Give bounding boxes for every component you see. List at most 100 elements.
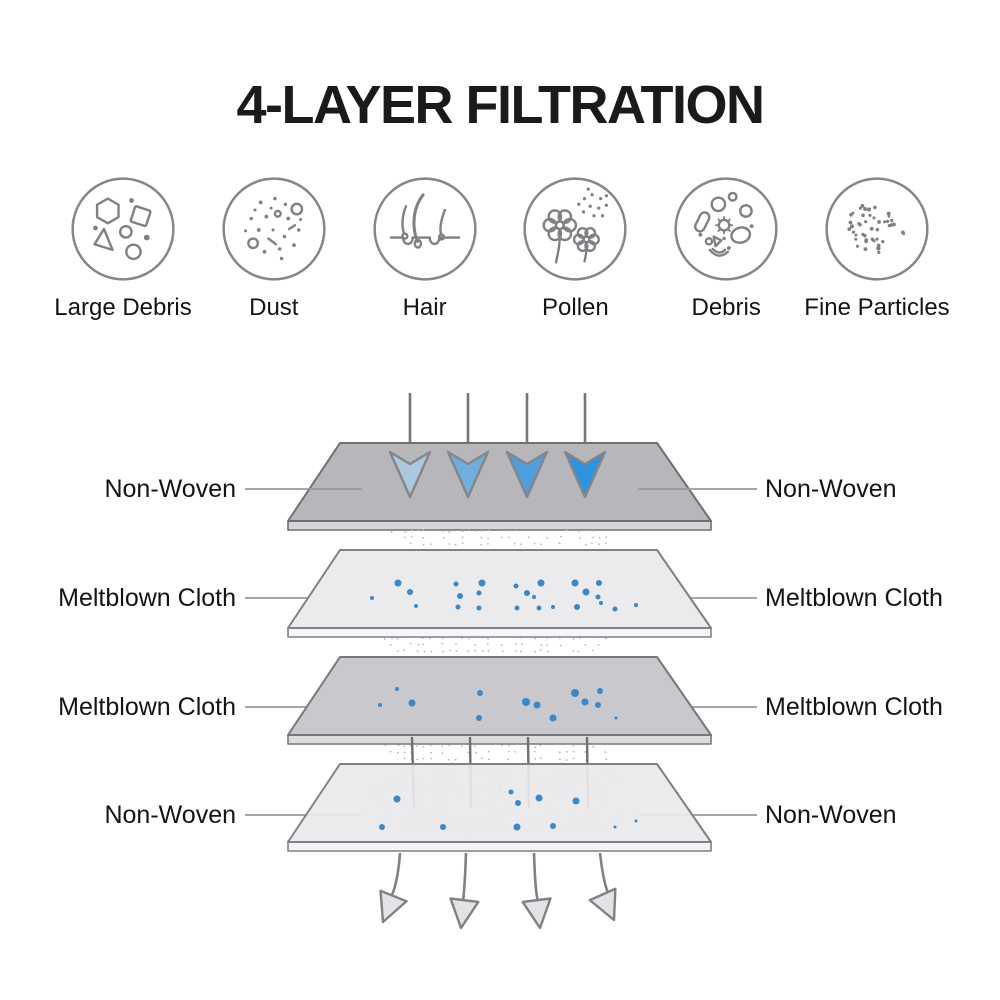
hair-icon xyxy=(373,177,477,281)
layer4-nonwoven-slab xyxy=(287,763,712,852)
stipple-dot xyxy=(592,536,595,539)
fine-particle-dot xyxy=(858,222,862,227)
stipple-dot xyxy=(383,638,386,640)
outflow-arrows xyxy=(379,852,617,930)
particle-dot xyxy=(597,688,603,694)
stipple-dot xyxy=(416,650,419,652)
layer2-meltblown-slab xyxy=(287,549,712,638)
stipple-dot xyxy=(430,543,433,545)
icon-item-debris: Debris xyxy=(653,172,799,322)
stipple-dot xyxy=(540,644,543,647)
particle-dot xyxy=(476,715,482,721)
stipple-dot xyxy=(480,536,483,539)
stipple-dot xyxy=(430,751,433,754)
stipple-dot xyxy=(441,745,444,748)
stipple-dot xyxy=(508,536,510,539)
stipple-dot xyxy=(403,649,406,652)
stipple-dot xyxy=(461,542,464,544)
stipple-dot xyxy=(468,529,470,532)
stipple-dot xyxy=(520,650,522,653)
particle-dot xyxy=(378,703,382,707)
stipple-dot xyxy=(597,644,600,646)
stipple-dot xyxy=(442,530,444,532)
stipple-dot xyxy=(605,536,608,538)
stipple-dot xyxy=(416,758,418,761)
stipple-dot xyxy=(411,529,413,532)
layer3-meltblown-slab xyxy=(287,656,712,745)
stipple-dot xyxy=(558,542,561,544)
trapped-particles-layer3 xyxy=(378,687,618,722)
particle-dot xyxy=(551,605,555,609)
stipple-dot xyxy=(507,758,509,761)
stipple-dot xyxy=(442,650,445,653)
stipple-dot xyxy=(448,530,450,533)
stipple-dot xyxy=(486,643,489,645)
icon-label-dust: Dust xyxy=(249,294,299,321)
stipple-dot xyxy=(447,758,450,761)
stipple-dot xyxy=(547,650,549,653)
particle-dot xyxy=(574,604,580,610)
pollen-icon xyxy=(523,177,627,281)
particle-dot xyxy=(414,604,418,608)
icon-label-fine-particles: Fine Particles xyxy=(804,294,950,321)
stipple-dot xyxy=(584,644,587,646)
stipple-dot xyxy=(565,759,568,761)
stipple-dot xyxy=(500,536,503,539)
icon-item-fine-particles: Fine Particles xyxy=(804,172,950,322)
stipple-dot xyxy=(389,643,392,646)
stipple-dot xyxy=(396,637,399,640)
fine-particle-dot xyxy=(875,227,880,232)
stipple-dot xyxy=(546,644,549,647)
trapped-particles-layer2 xyxy=(370,579,638,612)
fine-particle-dot xyxy=(858,206,862,210)
stipple-dot xyxy=(474,530,477,532)
particle-dot xyxy=(612,606,618,612)
particle-dot xyxy=(407,589,413,595)
stipple-dot xyxy=(455,650,458,652)
stipple-dot xyxy=(540,543,543,546)
stipple-dot xyxy=(584,751,587,753)
stipple-dot xyxy=(514,643,517,645)
stipple-dot xyxy=(572,650,575,653)
fine-particle-dot xyxy=(881,239,885,244)
stipple-dot xyxy=(572,638,575,640)
stipple-dot xyxy=(534,746,537,748)
fine-particles-icon xyxy=(825,177,929,281)
stipple-dot xyxy=(605,758,608,761)
particle-dot xyxy=(524,590,530,596)
stipple-dot xyxy=(558,751,561,754)
stipple-dot xyxy=(572,750,575,753)
fine-particle-dot xyxy=(864,220,868,224)
fine-particle-dot xyxy=(851,230,856,234)
particle-dot xyxy=(513,823,521,831)
layer2-label-right: Meltblown Cloth xyxy=(765,584,943,612)
particle-dot xyxy=(370,596,374,600)
stipple-dot xyxy=(604,542,607,545)
stipple-dot xyxy=(519,543,522,546)
stipple-dot xyxy=(389,750,392,753)
stipple-dot xyxy=(467,650,470,653)
fine-particle-dot xyxy=(847,227,852,231)
stipple-dot xyxy=(422,746,425,748)
fine-particle-dot xyxy=(860,203,865,208)
stipple-dot xyxy=(403,536,406,539)
particle-dot xyxy=(532,595,536,599)
particle-dot xyxy=(537,579,545,587)
stipple-dot xyxy=(487,637,489,640)
particle-dot xyxy=(595,594,601,600)
stipple-dot xyxy=(397,650,400,652)
stipple-dot xyxy=(560,535,562,538)
particle-dot xyxy=(599,601,603,605)
fine-particle-dot xyxy=(863,247,868,252)
stipple-dot xyxy=(585,529,588,532)
stipple-dot xyxy=(410,535,413,538)
particle-dot xyxy=(613,825,617,829)
stipple-dot xyxy=(449,649,451,652)
stipple-dot xyxy=(584,543,587,546)
inflow-arrowheads xyxy=(388,450,607,499)
fine-particle-dot xyxy=(854,233,858,237)
stipple-dot xyxy=(500,644,503,646)
fine-particle-dot xyxy=(877,250,881,254)
stipple-dot xyxy=(572,757,575,760)
